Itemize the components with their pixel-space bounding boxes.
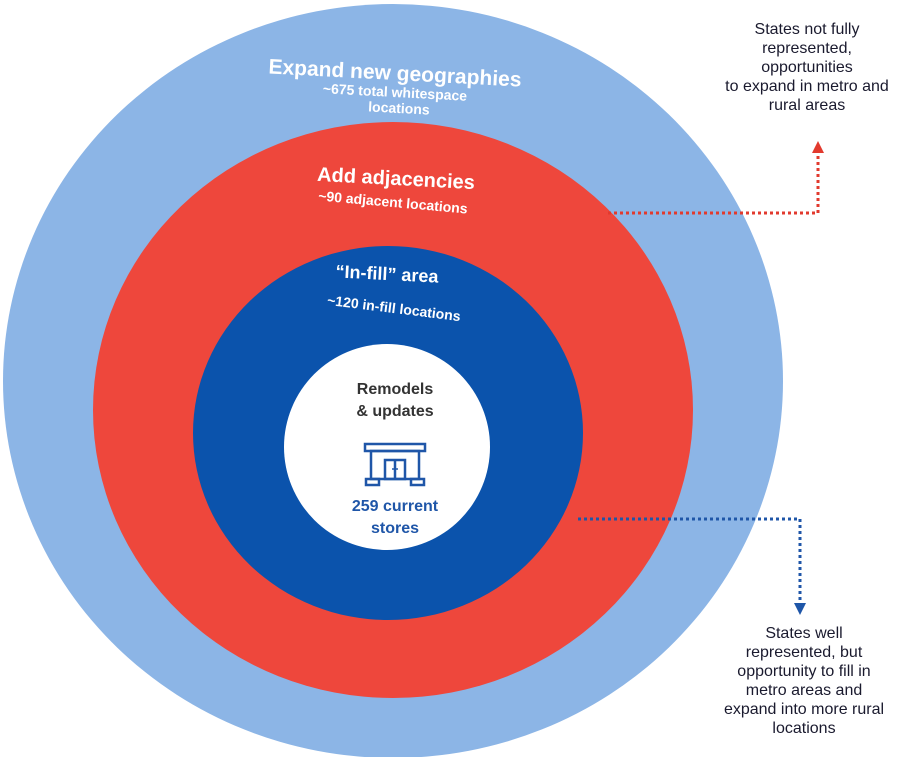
callout-top-line: opportunities <box>761 59 853 76</box>
core-title-line1: Remodels <box>357 381 434 398</box>
callout-top-line: represented, <box>762 40 852 57</box>
core-circle <box>284 344 490 550</box>
callout-top-text: States not fully represented, opportunit… <box>702 20 912 115</box>
core-sub-line1: 259 current <box>352 498 439 515</box>
callout-top-line: States not fully <box>754 21 860 38</box>
callout-bottom-line: represented, but <box>745 644 863 661</box>
callout-bottom-line: expand into more rural <box>723 701 885 718</box>
callout-bottom-line: metro areas and <box>745 682 863 699</box>
callout-bottom-arrowhead <box>794 603 806 615</box>
callout-top-line: rural areas <box>768 97 846 114</box>
callout-top-connector <box>608 152 820 215</box>
callout-bottom-text: States well represented, but opportunity… <box>704 624 904 738</box>
core-sub-line2: stores <box>371 520 419 537</box>
callout-top-arrowhead <box>812 141 824 153</box>
core-title-line2: & updates <box>356 403 433 420</box>
callout-top-line: to expand in metro and <box>725 78 889 95</box>
outer-ring-sub-line1: ~675 total whitespace <box>323 80 468 104</box>
callout-bottom-line: States well <box>765 625 843 642</box>
store-icon <box>363 442 427 487</box>
callout-bottom-line: locations <box>772 720 836 737</box>
outer-ring-sub-line2: locations <box>368 98 430 117</box>
callout-bottom-line: opportunity to fill in <box>737 663 871 680</box>
callout-bottom-connector <box>578 517 802 604</box>
